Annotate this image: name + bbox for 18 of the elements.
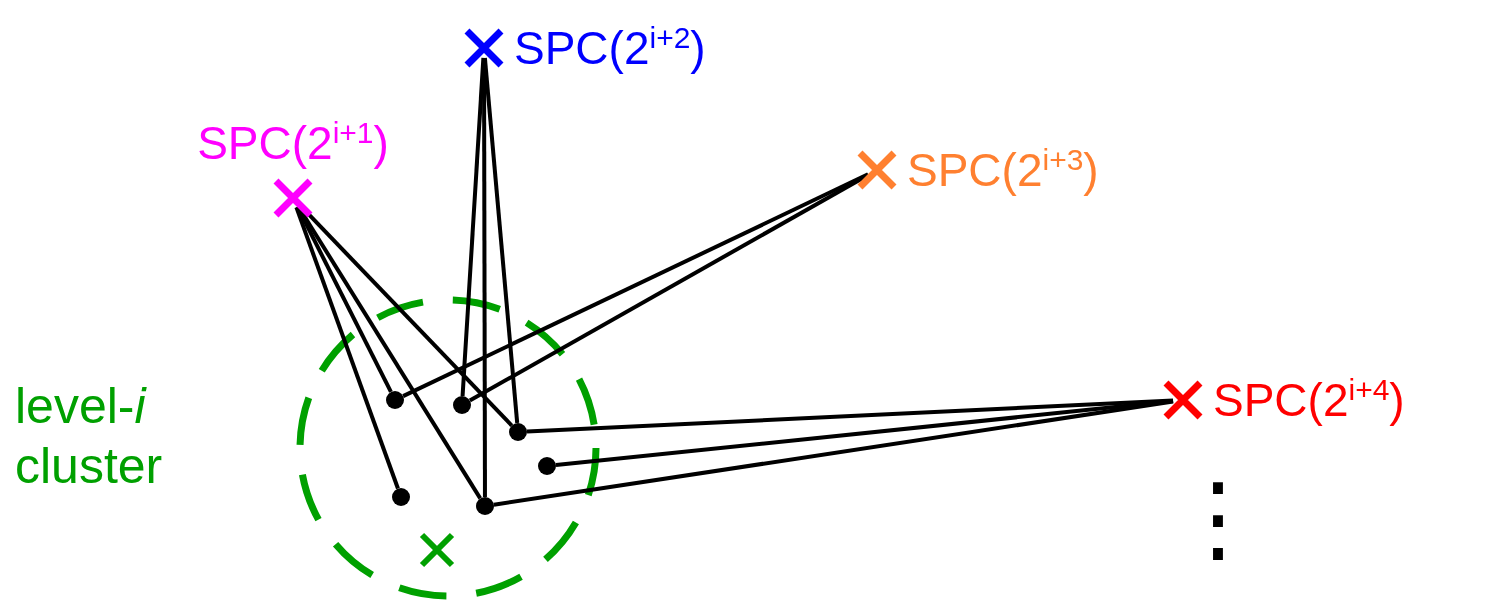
point-dot [476, 497, 494, 515]
connector-line [482, 58, 487, 497]
connector-line [294, 206, 400, 490]
connector-line [482, 57, 520, 424]
point-dot [392, 488, 410, 506]
point-dot [386, 391, 404, 409]
point-dot [453, 396, 471, 414]
connector-line [493, 399, 1174, 507]
cross-mark [419, 532, 455, 568]
cluster-label: level-i cluster [15, 377, 164, 496]
connector-line [468, 173, 870, 403]
point-dot [509, 423, 527, 441]
connector-line [402, 172, 869, 398]
connector-line [526, 398, 1174, 434]
point-dot [538, 457, 556, 475]
connector-line [555, 399, 1174, 468]
connector-line [296, 205, 482, 500]
vertical-ellipsis: ⋮ [1170, 470, 1266, 566]
